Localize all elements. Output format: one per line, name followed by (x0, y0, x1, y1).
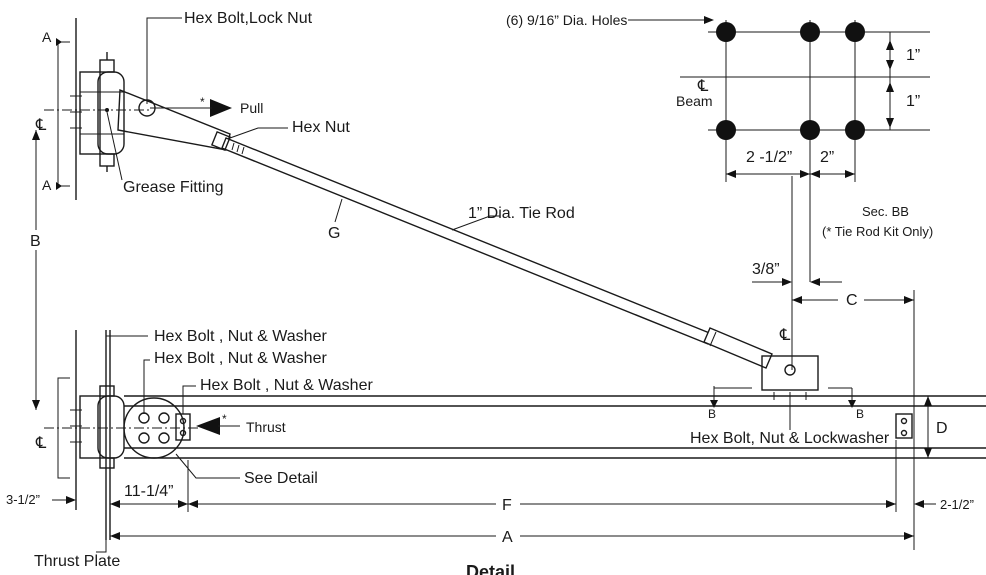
section-b-left-label: B (708, 407, 716, 421)
pull-arrow (210, 99, 232, 117)
dim-11-1-4-label: 11-1/4” (124, 483, 174, 500)
thrust-label: Thrust (246, 419, 286, 435)
dim-b-label: B (30, 233, 41, 250)
hole-pattern (680, 20, 930, 182)
dim-c-label: C (846, 292, 858, 309)
centerline-lower: ℄ (35, 435, 47, 452)
beam-centerline-symbol: ℄ (697, 78, 709, 95)
dim-d-label: D (936, 420, 948, 437)
grease-fitting-label: Grease Fitting (123, 179, 223, 196)
see-detail-label: See Detail (244, 470, 318, 487)
hole-spacing-h1-label: 2 -1/2” (746, 149, 792, 166)
section-b-right-label: B (856, 407, 864, 421)
centerline-upper: ℄ (35, 117, 47, 134)
dim-g-label: G (328, 225, 340, 242)
hex-bolt-nut-washer-3-label: Hex Bolt , Nut & Washer (200, 377, 373, 394)
hole-spacing-h2-label: 2” (820, 149, 834, 166)
pull-star: * (200, 95, 205, 109)
dim-a-label: A (502, 529, 513, 546)
dim-3-1-2-label: 3-1/2” (6, 492, 40, 507)
thrust-arrow (196, 417, 220, 435)
pull-label: Pull (240, 100, 263, 116)
dim-2-1-2-label: 2-1/2” (940, 497, 974, 512)
hex-bolt-nut-washer-1-label: Hex Bolt , Nut & Washer (154, 328, 327, 345)
sec-bb-label: Sec. BB (862, 204, 909, 219)
thrust-plate-label: Thrust Plate (34, 553, 120, 570)
hole-spacing-vert-2-label: 1” (906, 93, 920, 110)
upper-mount (44, 18, 231, 200)
upper-labels: Hex Bolt,Lock Nut * Pull Hex Nut Grease … (35, 10, 350, 196)
detail-label: Detail (466, 562, 515, 575)
hex-bolt-lock-nut-label: Hex Bolt,Lock Nut (184, 10, 313, 27)
dim-f-label: F (502, 497, 512, 514)
section-a-top-label: A (42, 29, 52, 45)
dim-3-8-label: 3/8” (752, 261, 780, 278)
holes-label: (6) 9/16” Dia. Holes (506, 12, 627, 28)
section-a-bottom-label: A (42, 177, 52, 193)
beam-label: Beam (676, 93, 713, 109)
hex-bolt-nut-washer-2-label: Hex Bolt , Nut & Washer (154, 350, 327, 367)
hex-bolt-nut-lockwasher-label: Hex Bolt, Nut & Lockwasher (690, 430, 890, 447)
tie-rod-kit-label: (* Tie Rod Kit Only) (822, 224, 933, 239)
hex-nut-label: Hex Nut (292, 119, 350, 136)
thrust-star: * (222, 412, 227, 426)
hole-spacing-vert-1-label: 1” (906, 47, 920, 64)
tie-rod-label: 1” Dia. Tie Rod (468, 205, 575, 222)
lower-assembly (44, 330, 986, 540)
bracket-centerline: ℄ (779, 327, 791, 344)
tie-rod (210, 130, 773, 369)
